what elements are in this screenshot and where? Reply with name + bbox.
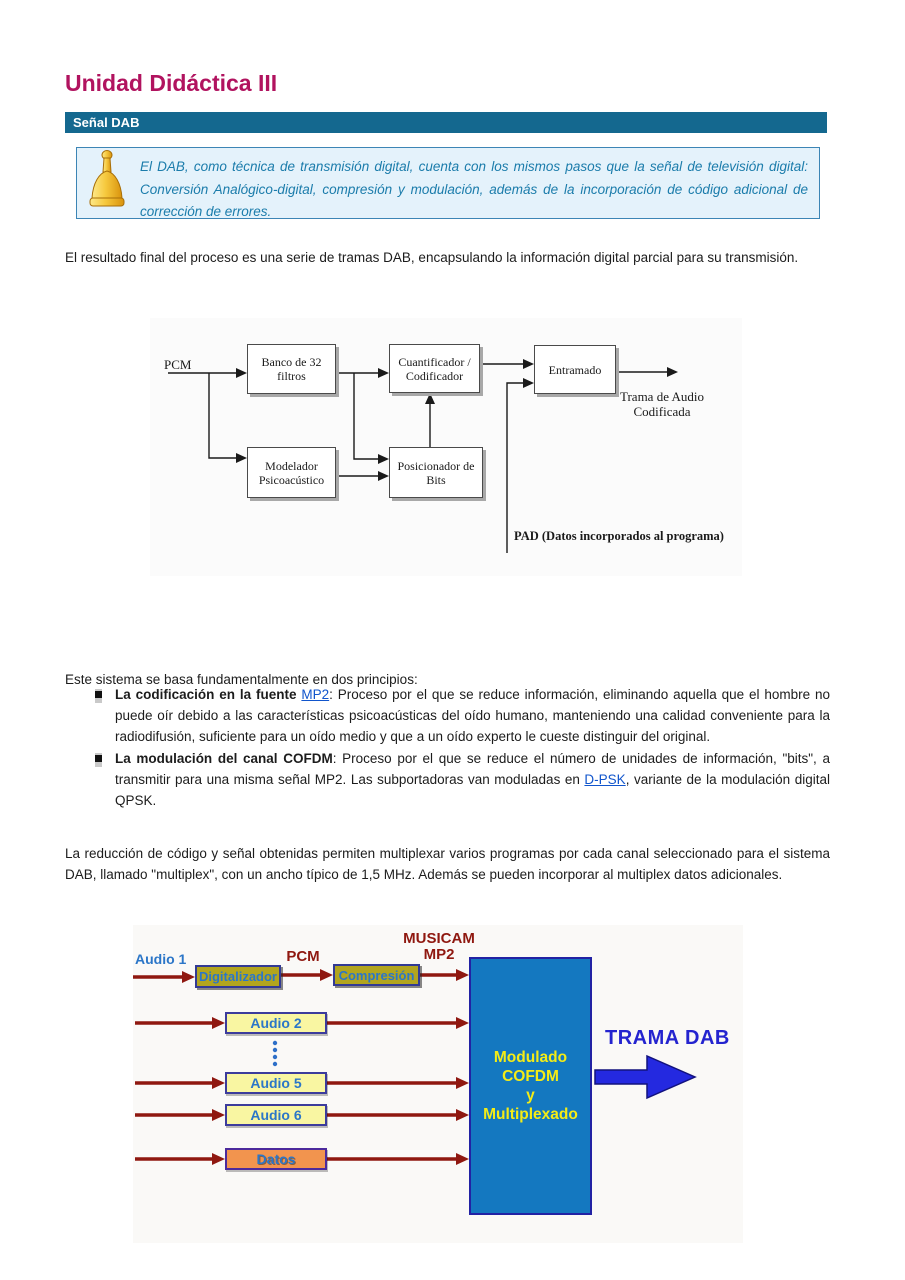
- figure2-box-audio6: Audio 6: [225, 1104, 327, 1126]
- mp2-link[interactable]: MP2: [301, 687, 330, 702]
- figure2-box-audio2: Audio 2: [225, 1012, 327, 1034]
- figure2-modulador-label: Modulado COFDM y Multiplexado: [483, 1049, 578, 1123]
- bullet2-lead: La modulación del canal COFDM: [115, 751, 333, 766]
- figure1-box-cuantificador: Cuantificador / Codificador: [389, 344, 480, 393]
- figure-dab-multiplex-diagram: Audio 1 Digitalizador PCM Compresión MUS…: [133, 925, 743, 1243]
- figure2-box-audio5: Audio 5: [225, 1072, 327, 1094]
- dpsk-link[interactable]: D-PSK: [584, 772, 626, 787]
- figure1-box-banco-filtros: Banco de 32 filtros: [247, 344, 336, 394]
- list-item: La codificación en la fuente MP2: Proces…: [95, 684, 830, 747]
- bell-icon: [86, 150, 130, 216]
- figure2-musicam-label: MUSICAM MP2: [403, 930, 475, 963]
- figure1-pad-label: PAD (Datos incorporados al programa): [514, 529, 724, 543]
- figure1-connectors: [168, 359, 678, 553]
- figure2-box-datos: Datos: [225, 1148, 327, 1170]
- figure2-box-compresion: Compresión: [333, 964, 420, 986]
- figure2-box-digitalizador: Digitalizador: [195, 965, 281, 988]
- figure1-box-modelador: Modelador Psicoacústico: [247, 447, 336, 498]
- page-title: Unidad Didáctica III: [65, 70, 278, 96]
- trama-dab-arrow: [594, 1054, 697, 1100]
- paragraph-result: El resultado final del proceso es una se…: [65, 249, 799, 265]
- bullet1-text: : Proceso por el que se reduce informaci…: [115, 687, 830, 744]
- bullet1-lead: La codificación en la fuente: [115, 687, 302, 702]
- bullet-icon: [95, 689, 102, 703]
- section-header-label: Señal DAB: [73, 115, 140, 130]
- figure1-box-posicionador: Posicionador de Bits: [389, 447, 483, 498]
- ellipsis-dots: [272, 1040, 278, 1067]
- figure1-trama-label: Trama de Audio Codificada: [619, 389, 705, 419]
- callout-note: [76, 147, 820, 219]
- bullet-icon: [95, 753, 102, 767]
- figure2-box-modulador: Modulado COFDM y Multiplexado: [469, 957, 592, 1215]
- figure1-box-entramado: Entramado: [534, 345, 616, 394]
- list-item: La modulación del canal COFDM: Proceso p…: [95, 748, 830, 811]
- paragraph-principles: Este sistema se basa fundamentalmente en…: [65, 671, 418, 687]
- paragraph-multiplex: La reducción de código y señal obtenidas…: [65, 845, 830, 882]
- principles-list: La codificación en la fuente MP2: Proces…: [95, 684, 830, 812]
- figure1-pcm-label: PCM: [164, 357, 192, 372]
- callout-text: El DAB, como técnica de transmisión digi…: [140, 159, 808, 219]
- bullet2-text1: : Proceso por el que se reduce el número…: [115, 751, 830, 787]
- figure2-pcm-label: PCM: [286, 948, 320, 965]
- figure-audio-coding-diagram: PCM Banco de 32 filtros Cuantificador / …: [150, 318, 742, 576]
- figure2-trama-dab-label: TRAMA DAB: [605, 1027, 730, 1049]
- bullet2-text2: , variante de la modulación digital QPSK…: [115, 772, 831, 808]
- figure2-connectors: [133, 969, 697, 1165]
- section-header: Señal DAB: [65, 112, 827, 133]
- figure2-audio1-label: Audio 1: [135, 951, 187, 967]
